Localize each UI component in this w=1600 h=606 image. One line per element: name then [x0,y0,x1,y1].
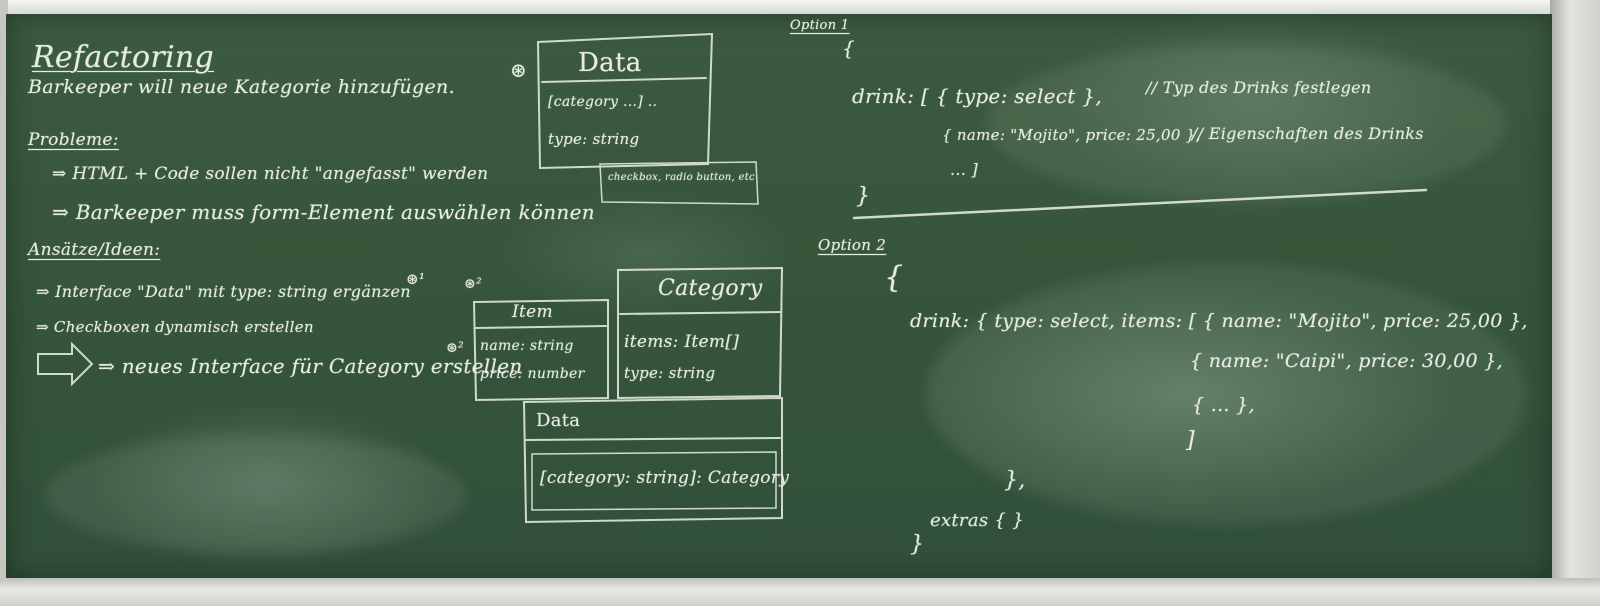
option-2-heading: Option 2 [818,236,887,254]
star-reference-icon: ⊛² [446,340,464,356]
option-2-line: { name: "Caipi", price: 30,00 }, [1190,350,1503,372]
arrow-icon [37,341,94,387]
option-2-line: { ... }, [1192,394,1255,416]
option-2-line: ] [1186,428,1195,453]
item-box-line: name: string [480,338,574,354]
problem-item: ⇒ HTML + Code sollen nicht "angefasst" w… [52,164,489,184]
star-reference-icon: ⊛¹ [406,270,426,288]
chalk-drawings [37,32,1428,524]
option-2-line: extras { } [930,510,1024,531]
option-1-line: drink: [ { type: select }, [852,84,1102,108]
star-reference-icon: ⊛ [510,58,528,82]
data-box-1-divider [541,77,707,83]
chalk-tray [0,578,1600,606]
item-box-title: Item [512,302,553,322]
option-2-line: drink: { type: select, items: [ { name: … [910,310,1528,332]
option-1-comment: // Typ des Drinks festlegen [1146,78,1372,97]
item-box-outline [472,298,609,402]
item-box-divider [475,325,607,329]
chalk-smudge [986,44,1506,204]
chalk-smudge [926,264,1526,524]
data-box-1-note: checkbox, radio button, etc [608,172,755,183]
idea-item: ⇒ Interface "Data" mit type: string ergä… [36,282,411,301]
data-box-2-divider [525,437,781,441]
category-box-outline [617,266,784,400]
data-box-1-line: type: string [548,130,640,148]
heading-ansaetze: Ansätze/Ideen: [28,240,161,260]
option-separator-line [852,188,1428,220]
chalkboard: Refactoring Barkeeper will neue Kategori… [6,14,1552,580]
data-box-1-line: [category ...] .. [548,94,658,110]
heading-probleme: Probleme: [28,130,119,150]
idea-item: ⇒ neues Interface für Category erstellen [98,354,523,378]
option-2-brace-open: { [884,260,904,295]
idea-item: ⇒ Checkboxen dynamisch erstellen [36,318,314,336]
data-box-1-title: Data [578,48,642,78]
problem-item: ⇒ Barkeeper muss form-Element auswählen … [52,200,595,224]
option-1-brace-close: } [856,184,871,209]
category-box-divider [619,311,781,315]
data-box-1-outline [536,32,714,170]
category-box-line: type: string [624,364,716,382]
option-1-brace-open: { [842,36,856,60]
data-box-2-outline [522,396,783,524]
item-box-line: price: number [480,366,585,382]
category-box-line: items: Item[] [624,332,740,352]
option-1-comment: // Eigenschaften des Drinks [1192,124,1424,143]
board-frame-left [0,0,8,606]
note-box-outline [599,161,759,205]
data-box-2-title: Data [536,410,581,431]
option-1-line: ... ] [950,160,979,179]
option-2-line: }, [1004,468,1026,493]
data-box-2-inner [531,451,777,511]
data-box-2-line: [category: string]: Category [540,468,790,488]
option-2-brace-close: } [910,532,925,557]
chalk-smudge [46,434,466,554]
subtitle: Barkeeper will neue Kategorie hinzufügen… [28,76,455,98]
option-1-line: { name: "Mojito", price: 25,00 }, [942,126,1201,144]
star-reference-icon: ⊛² [464,276,482,292]
option-1-heading: Option 1 [790,18,850,33]
heading-refactoring: Refactoring [32,40,215,75]
board-frame-right [1550,0,1600,606]
category-box-title: Category [658,276,763,301]
